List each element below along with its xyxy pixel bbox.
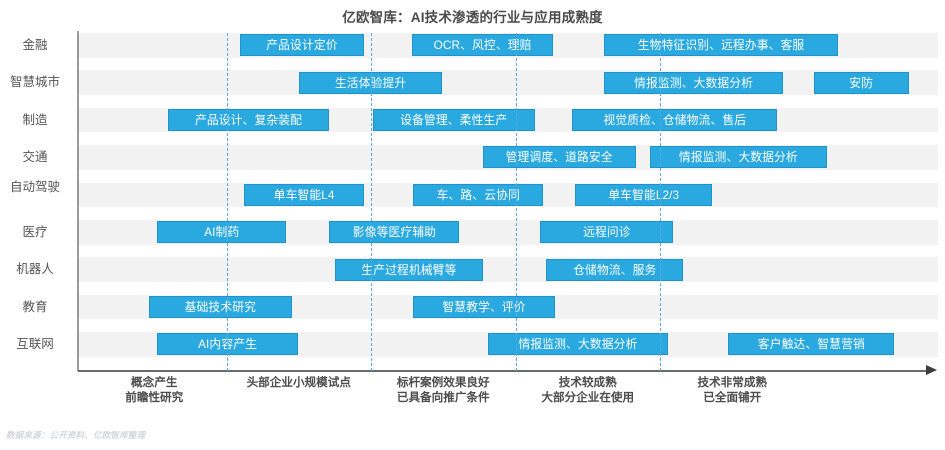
chart-bar[interactable]: 管理调度、道路安全 <box>482 146 636 169</box>
page-title: 亿欧智库：AI技术渗透的行业与应用成熟度 <box>342 10 603 25</box>
stage-label-line: 标杆案例效果良好 <box>396 376 490 389</box>
category-label-line: 金融 <box>22 37 48 52</box>
stage-label-line: 已全面铺开 <box>703 390 762 404</box>
category-label-line: 交通 <box>22 149 48 164</box>
category-band <box>78 70 938 95</box>
stage-divider-line <box>660 33 661 371</box>
category-label-line: 制造 <box>22 112 48 127</box>
chart-bar[interactable]: 产品设计、复杂装配 <box>167 109 330 132</box>
chart-bar[interactable]: 单车智能L4 <box>244 183 365 206</box>
chart-bar[interactable]: 客户触达、智慧营销 <box>728 333 895 356</box>
category-label-line: 驾驶 <box>35 179 61 194</box>
category-label: 互联网 <box>0 337 70 352</box>
chart-bar[interactable]: 情报监测、大数据分析 <box>488 333 668 356</box>
stage-label-line: 头部企业小规模试点 <box>246 376 351 389</box>
stage-label-line: 技术非常成熟 <box>697 376 768 389</box>
stage-divider-line <box>515 33 517 371</box>
chart-bar[interactable]: 安防 <box>813 71 909 94</box>
chart-bar[interactable]: OCR、风控、理赔 <box>411 34 554 57</box>
chart-bar[interactable]: 智慧教学、评价 <box>413 296 555 319</box>
stage-label: 技术较成熟大部分企业在使用 <box>508 376 668 405</box>
category-label-line: 机器人 <box>16 262 54 277</box>
stage-label-line: 已具备向推广条件 <box>396 390 490 404</box>
stage-label-line: 前瞻性研究 <box>125 390 184 404</box>
chart-bar[interactable]: 单车智能L2/3 <box>575 183 713 206</box>
category-label: 医疗 <box>0 225 70 240</box>
category-label: 制造 <box>0 113 70 128</box>
stage-label-line: 技术较成熟 <box>558 376 617 389</box>
chart-bar[interactable]: AI内容产生 <box>157 333 298 356</box>
category-label-line: 自动 <box>9 179 35 194</box>
category-label: 教育 <box>0 300 70 315</box>
stage-divider-line <box>371 33 372 371</box>
stage-divider-line <box>226 33 228 371</box>
category-label-line: 医疗 <box>22 224 48 239</box>
category-band <box>78 257 938 282</box>
category-label: 智慧城市 <box>0 75 70 90</box>
category-label: 金融 <box>0 38 70 53</box>
stage-label: 标杆案例效果良好已具备向推广条件 <box>363 376 523 405</box>
chart-bar[interactable]: 车、路、云协同 <box>413 183 544 206</box>
category-label-line: 互联网 <box>16 336 54 351</box>
chart-bar[interactable]: 设备管理、柔性生产 <box>372 109 535 132</box>
stage-label: 概念产生前瞻性研究 <box>74 376 234 405</box>
x-axis-line <box>78 370 928 372</box>
stage-label-line: 大部分企业在使用 <box>541 390 635 404</box>
category-label: 机器人 <box>0 262 70 277</box>
chart-bar[interactable]: AI制药 <box>157 221 287 244</box>
chart-bar[interactable]: 产品设计定价 <box>239 34 365 57</box>
source-note: 数据来源：公开资料、亿欧智库整理 <box>6 430 146 440</box>
chart-bar[interactable]: 生物特征识别、远程办事、客服 <box>603 34 839 57</box>
y-axis-line <box>77 31 79 371</box>
stage-label: 头部企业小规模试点 <box>219 376 379 391</box>
stage-label-line: 概念产生 <box>131 376 178 389</box>
category-label-line: 智慧城市 <box>9 75 60 90</box>
stage-label: 技术非常成熟已全面铺开 <box>652 376 812 405</box>
category-label-line: 教育 <box>22 299 48 314</box>
category-label: 自动驾驶 <box>0 180 70 195</box>
chart-bar[interactable]: 远程问诊 <box>540 221 674 244</box>
chart-bar[interactable]: 仓储物流、服务 <box>546 258 684 281</box>
chart-bar[interactable]: 生产过程机械臂等 <box>335 258 483 281</box>
chart-bar[interactable]: 生活体验提升 <box>299 71 443 94</box>
chart-bar[interactable]: 情报监测、大数据分析 <box>603 71 784 94</box>
chart-bar[interactable]: 影像等医疗辅助 <box>329 221 460 244</box>
category-label: 交通 <box>0 150 70 165</box>
chart-bar[interactable]: 基础技术研究 <box>148 296 292 319</box>
chart-bar[interactable]: 视觉质检、仓储物流、售后 <box>572 109 778 132</box>
chart-bar[interactable]: 情报监测、大数据分析 <box>650 146 827 169</box>
x-axis-arrow-icon <box>926 365 937 375</box>
